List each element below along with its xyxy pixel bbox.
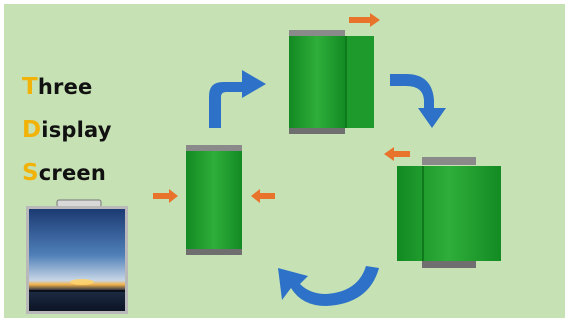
title-line-screen: Screen — [22, 160, 106, 186]
title-line-three: Three — [22, 74, 92, 100]
push-arrow-icon — [153, 189, 178, 203]
diagram-graphics — [26, 13, 501, 314]
cycle-arrow-icon — [390, 74, 446, 128]
phone-photo-icon — [26, 199, 128, 314]
diagram-canvas: Three Display Screen — [4, 4, 565, 318]
title-initial: T — [22, 74, 38, 100]
cycle-arrow-icon — [278, 266, 379, 306]
push-arrow-icon — [251, 189, 275, 203]
push-arrow-icon — [384, 147, 410, 161]
title-line-display: Display — [22, 117, 112, 143]
title-initial: D — [22, 117, 42, 143]
title-rest: hree — [37, 75, 93, 99]
cycle-arrow-icon — [209, 70, 266, 128]
phone-folded — [186, 145, 242, 255]
push-arrow-icon — [349, 13, 380, 27]
title-initial: S — [22, 160, 39, 186]
title-rest: isplay — [41, 118, 112, 142]
phone-unfolded — [397, 157, 501, 268]
title-rest: creen — [38, 161, 107, 185]
phone-half-open — [289, 30, 374, 134]
